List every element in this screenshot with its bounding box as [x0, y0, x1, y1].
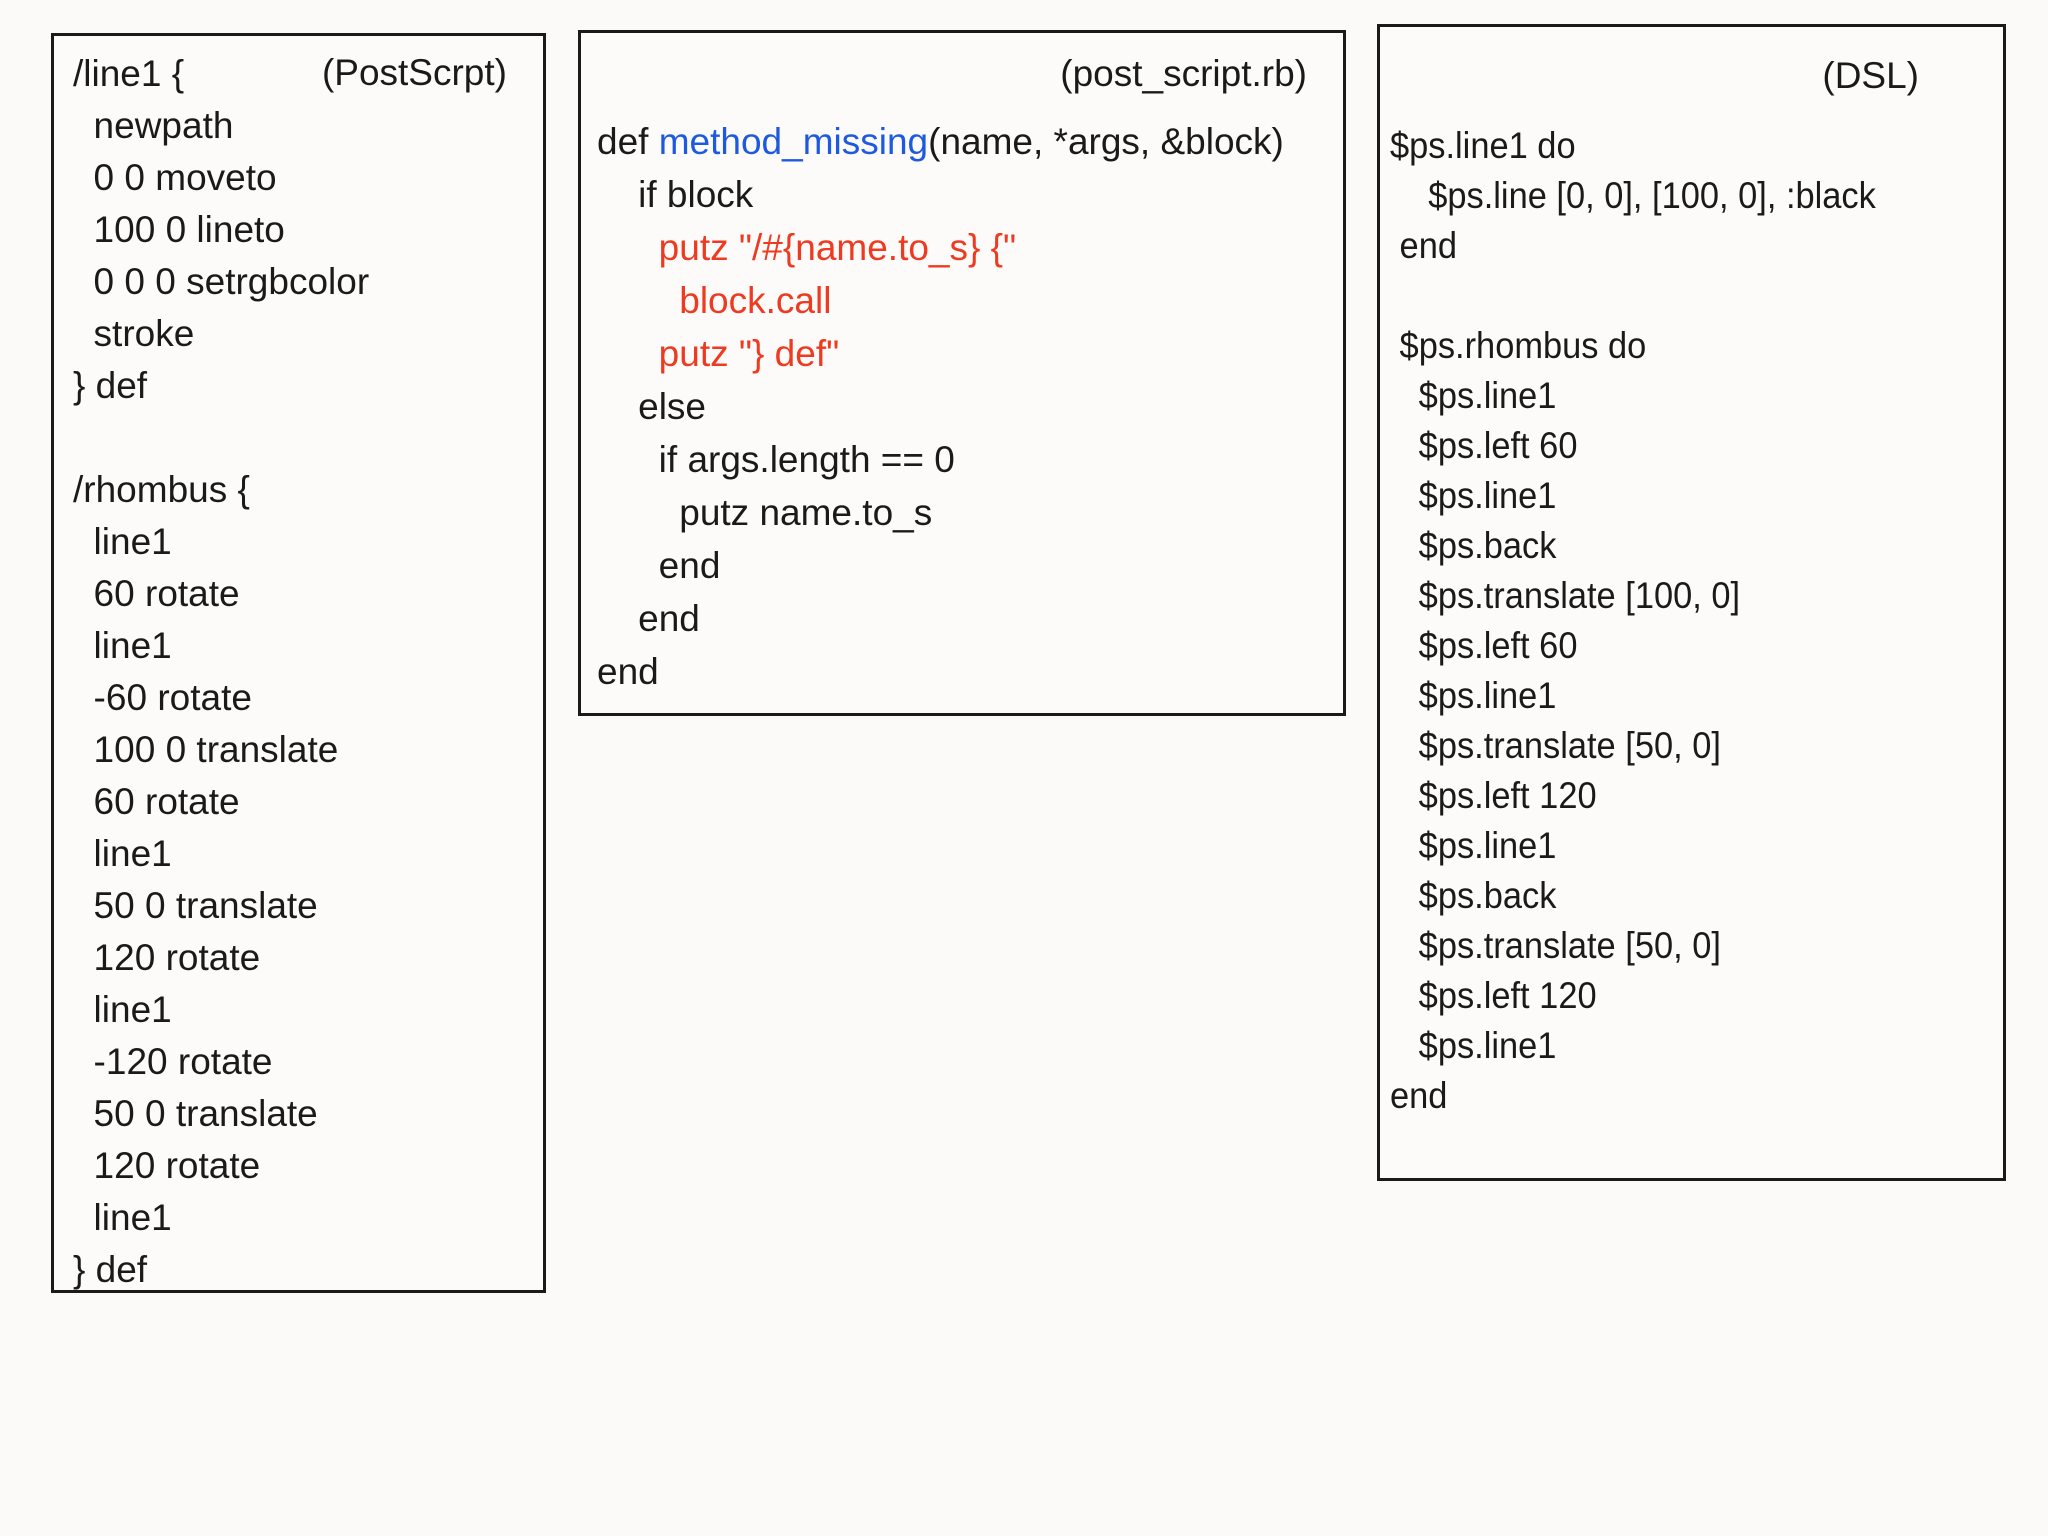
code-line: else [597, 386, 706, 427]
code-line: end [597, 545, 721, 586]
code-line: -60 rotate [73, 677, 252, 718]
postscript-box-title: (PostScrpt) [321, 52, 507, 93]
code-line: line1 [73, 1197, 172, 1238]
postscript-code-box: (PostScrpt) /line1 { newpath 0 0 moveto … [51, 33, 546, 1293]
code-line: } def [73, 1249, 148, 1290]
code-line: line1 [73, 625, 172, 666]
dsl-code-block: $ps.line1 do $ps.line [0, 0], [100, 0], … [1390, 121, 1912, 1121]
code-line: putz "/#{name.to_s} {" [597, 227, 1017, 268]
code-line: $ps.line1 [1390, 475, 1557, 516]
code-line: $ps.left 120 [1390, 975, 1597, 1016]
code-line: 50 0 translate [73, 1093, 318, 1134]
code-line: block.call [597, 280, 832, 321]
code-line: $ps.back [1390, 525, 1557, 566]
dsl-box-title: (DSL) [1822, 55, 1919, 96]
code-line: end [1390, 225, 1457, 266]
code-line: $ps.translate [50, 0] [1390, 925, 1721, 966]
code-line: 60 rotate [73, 573, 240, 614]
code-line: $ps.translate [100, 0] [1390, 575, 1741, 616]
code-line: line1 [73, 989, 172, 1030]
code-line: putz name.to_s [597, 492, 933, 533]
dsl-code-box: (DSL) $ps.line1 do $ps.line [0, 0], [100… [1377, 24, 2006, 1181]
code-line: $ps.line1 [1390, 375, 1557, 416]
code-line: newpath [73, 105, 234, 146]
code-line: -120 rotate [73, 1041, 273, 1082]
code-line: end [1390, 1075, 1448, 1116]
code-line: if block [597, 174, 754, 215]
code-line: 50 0 translate [73, 885, 318, 926]
code-line: line1 [73, 833, 172, 874]
code-line: $ps.left 120 [1390, 775, 1597, 816]
code-line: 120 rotate [73, 937, 261, 978]
code-line: $ps.left 60 [1390, 625, 1578, 666]
ruby-code-box: (post_script.rb) def method_missing(name… [578, 30, 1346, 716]
code-line: /rhombus { [73, 469, 250, 510]
code-line: $ps.line1 [1390, 675, 1557, 716]
code-line [1390, 271, 1876, 321]
code-line: 0 0 0 setrgbcolor [73, 261, 370, 302]
code-line: /line1 { [73, 53, 185, 94]
code-line: $ps.line1 [1390, 1025, 1557, 1066]
code-line: $ps.line [0, 0], [100, 0], :black [1390, 175, 1876, 216]
code-line: $ps.line1 [1390, 825, 1557, 866]
code-line: stroke [73, 313, 195, 354]
code-line: $ps.translate [50, 0] [1390, 725, 1721, 766]
code-line: putz "} def" [597, 333, 840, 374]
code-line: end [597, 651, 659, 692]
code-line: 60 rotate [73, 781, 240, 822]
code-line: $ps.line1 do [1390, 125, 1576, 166]
code-line: line1 [73, 521, 172, 562]
code-line: end [597, 598, 700, 639]
code-line: 100 0 lineto [73, 209, 285, 250]
code-line [73, 412, 369, 464]
code-line: 0 0 moveto [73, 157, 277, 198]
code-line: 100 0 translate [73, 729, 339, 770]
ruby-box-title: (post_script.rb) [1060, 53, 1307, 94]
ruby-code-block: def method_missing(name, *args, &block) … [597, 115, 1284, 698]
code-line: } def [73, 365, 148, 406]
code-line: 120 rotate [73, 1145, 261, 1186]
code-line: def method_missing(name, *args, &block) [597, 121, 1284, 162]
code-line: if args.length == 0 [597, 439, 955, 480]
code-line: $ps.back [1390, 875, 1557, 916]
code-line: $ps.left 60 [1390, 425, 1578, 466]
postscript-code-block: /line1 { newpath 0 0 moveto 100 0 lineto… [73, 48, 369, 1296]
code-line: $ps.rhombus do [1390, 325, 1647, 366]
